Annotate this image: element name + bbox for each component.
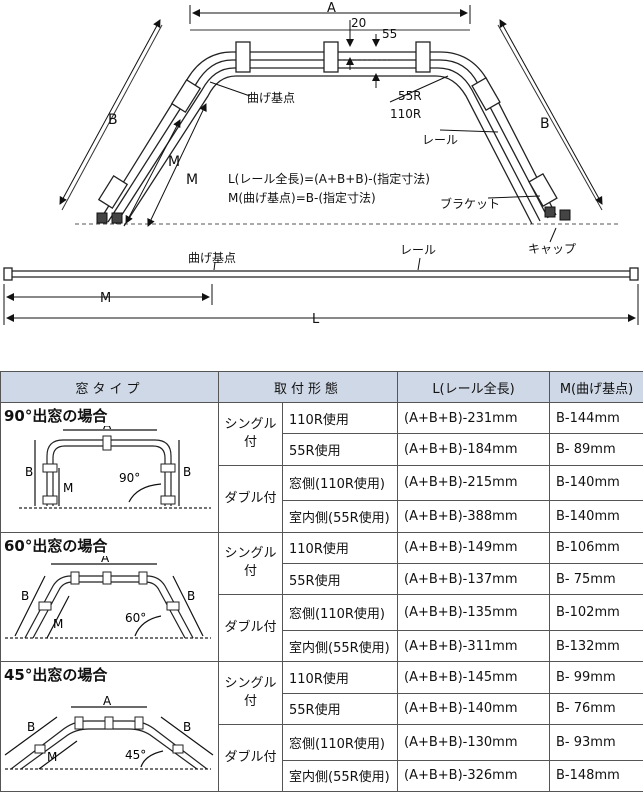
dim-m2-label: M [186,172,198,188]
window-45-diagram: A B B M 45° [4,694,214,770]
m-value: B-148mm [549,759,643,792]
l-value: (A+B+B)-231mm [397,401,551,435]
window-60-diagram: A B B M 60° [5,556,211,639]
window-45-dim-a: A [103,694,112,708]
mount-double: ダブル付 [218,723,283,792]
bracket-label: ブラケット [440,196,500,211]
dim-m1-label: M [168,154,180,170]
m-value: B-144mm [549,401,643,435]
label-110r: 110R [390,107,421,121]
header-window-type: 窓タイプ [0,371,219,403]
m-value: B-132mm [549,629,643,663]
mount-double: ダブル付 [218,594,283,663]
straight-rail [3,267,639,281]
window-60-dim-m: M [53,617,63,631]
window-60-cell: 60°出窓の場合 [0,531,219,663]
l-value: (A+B+B)-140mm [397,692,551,725]
window-45-angle: 45° [125,748,146,762]
rail-bottom-label: レール [400,243,436,257]
form-cell: 110R使用 [281,531,399,564]
cap-icon [96,206,571,224]
l-value: (A+B+B)-388mm [397,500,551,533]
window-90-dim-a: A [103,426,112,432]
form-cell: 55R使用 [281,433,399,466]
form-cell: 窓側(110R使用) [281,594,399,631]
dim-b-right-label: B [540,116,550,132]
window-60-dim-b2: B [187,589,195,603]
label-55r: 55R [398,89,422,103]
window-90-dim-m: M [63,481,73,495]
mount-double: ダブル付 [218,464,283,533]
window-45-title: 45°出窓の場合 [4,666,108,685]
m-value: B-140mm [549,500,643,533]
bracket [323,41,339,73]
window-60-dim-a: A [101,556,110,565]
window-90-title: 90°出窓の場合 [4,407,108,425]
bracket [235,41,251,73]
l-value: (A+B+B)-130mm [397,723,551,761]
l-value: (A+B+B)-135mm [397,594,551,631]
window-90-diagram: A B B M 90° [19,426,211,509]
window-60-title: 60°出窓の場合 [4,536,108,555]
header-bend-point: M(曲げ基点) [549,371,643,403]
m-value: B- 75mm [549,562,643,596]
rail-installation-diagram: A 20 55 B B M M 曲げ基点 55R 110R レール ブラケット … [3,1,639,327]
window-45-dim-b: B [27,720,35,734]
m-value: B- 99mm [549,661,643,694]
bracket [415,41,431,73]
m-value: B- 93mm [549,723,643,761]
form-cell: 窓側(110R使用) [281,464,399,502]
bracket [528,172,558,208]
window-90-dim-b2: B [183,465,191,479]
formula-m: M(曲げ基点)=B-(指定寸法) [228,190,376,205]
window-90-cell: 90°出窓の場合 [0,402,219,533]
dim-a-label: A [327,1,336,16]
window-45-dim-b2: B [183,720,191,734]
formula-l: L(レール全長)=(A+B+B)-(指定寸法) [228,171,430,186]
bracket [471,76,501,112]
dim-m-bottom-label: M [100,291,111,306]
dim-55-label: 55 [382,27,397,41]
l-value: (A+B+B)-149mm [397,531,551,564]
window-90-dim-b: B [25,465,33,479]
cap-label: キャップ [528,242,576,256]
form-cell: 室内側(55R使用) [281,629,399,663]
l-value: (A+B+B)-311mm [397,629,551,663]
form-cell: 110R使用 [281,661,399,694]
dim-l-label: L [312,312,320,327]
window-60-dim-b: B [21,589,29,603]
form-cell: 55R使用 [281,692,399,725]
dim-20-label: 20 [351,16,366,30]
m-value: B- 76mm [549,692,643,725]
l-value: (A+B+B)-215mm [397,464,551,502]
form-cell: 室内側(55R使用) [281,500,399,533]
window-90-angle: 90° [119,471,140,485]
m-value: B- 89mm [549,433,643,466]
l-value: (A+B+B)-326mm [397,759,551,792]
form-cell: 55R使用 [281,562,399,596]
spec-table: 窓タイプ 取付形態 L(レール全長) M(曲げ基点) 90°出窓の場合 [0,371,643,792]
form-cell: 窓側(110R使用) [281,723,399,761]
mount-single: シングル付 [218,531,283,596]
bend-point-top-label: 曲げ基点 [247,91,295,105]
header-mount-form: 取付形態 [217,371,399,403]
m-value: B-140mm [549,464,643,502]
header-rail-length: L(レール全長) [397,371,551,403]
l-value: (A+B+B)-145mm [397,661,551,694]
l-value: (A+B+B)-184mm [397,433,551,466]
window-45-dim-m: M [47,750,57,764]
mount-single: シングル付 [218,402,283,466]
dim-b-left-label: B [108,112,118,128]
window-45-cell: 45°出窓の場合 [0,661,219,792]
bend-point-bottom-label: 曲げ基点 [188,251,236,265]
rail-top-label: レール [422,133,458,147]
form-cell: 室内側(55R使用) [281,759,399,792]
bracket [97,174,129,210]
m-value: B-106mm [549,531,643,564]
form-cell: 110R使用 [281,401,399,435]
m-value: B-102mm [549,594,643,631]
window-60-angle: 60° [125,611,146,625]
mount-single: シングル付 [218,661,283,725]
l-value: (A+B+B)-137mm [397,562,551,596]
